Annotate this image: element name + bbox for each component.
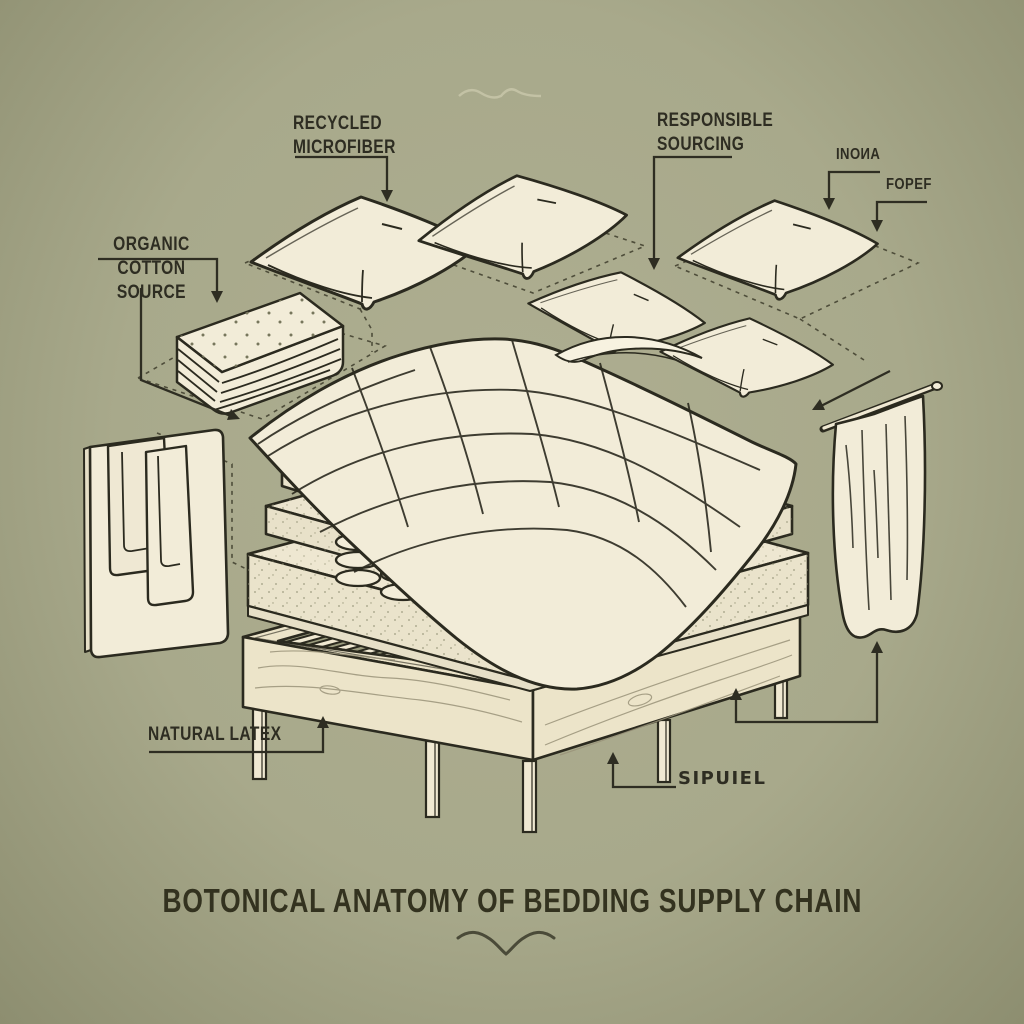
arrow-towel-to-bed — [816, 369, 891, 410]
arrow-inowa — [827, 170, 880, 199]
label-inowa: INOИA — [836, 146, 881, 163]
diagram-title-text: BOTONICAL ANATOMY OF BEDDING SUPPLY CHAI… — [162, 882, 862, 919]
hanging-towel — [819, 381, 943, 639]
label-organic-cotton-source: ORGANIC COTTON SOURCE — [113, 234, 190, 303]
arrow-fopef — [875, 200, 927, 221]
arrow-responsible-sourcing — [652, 155, 732, 258]
callout-arrows — [98, 155, 927, 789]
folded-towel-stack — [175, 291, 345, 415]
label-natural-latex: NATURAL LATEX — [148, 724, 282, 745]
folded-panel — [83, 428, 230, 659]
label-fopef: FOPEF — [886, 176, 932, 193]
pillow-1 — [249, 195, 480, 311]
wood-grain — [254, 639, 793, 756]
bracket-frame-towel — [734, 646, 879, 724]
arrow-recycled-microfiber — [295, 155, 389, 192]
top-ornament — [458, 88, 542, 99]
diagram-title: BOTONICAL ANATOMY OF BEDDING SUPPLY CHAI… — [0, 882, 1024, 920]
arrow-sipuiel — [611, 763, 676, 789]
arrow-source — [139, 288, 232, 418]
label-recycled-microfiber: RECYCLED MICROFIBER — [293, 113, 396, 158]
pillow-3 — [676, 199, 879, 301]
label-sipuiel: SIPUIEL — [678, 768, 767, 789]
arrow-natural-latex — [149, 727, 325, 754]
comforter — [248, 336, 798, 691]
title-flourish — [456, 931, 556, 956]
arrow-organic-cotton — [98, 257, 219, 292]
label-responsible-sourcing: RESPONSIBLE SOURCING — [657, 110, 774, 155]
arrowheads — [211, 190, 883, 764]
